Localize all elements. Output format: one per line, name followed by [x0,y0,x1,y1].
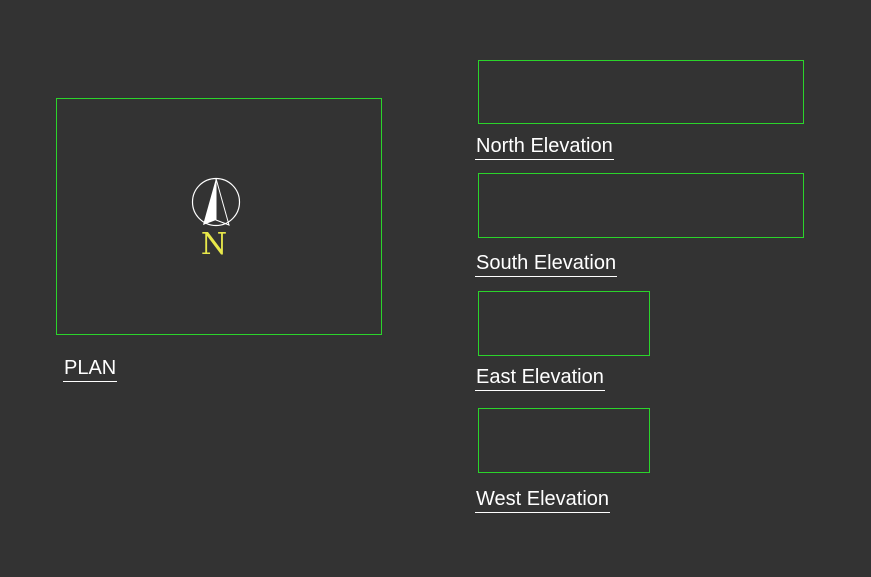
north-arrow-icon [191,177,241,227]
north-elevation-viewport[interactable] [478,60,804,124]
south-elevation-viewport[interactable] [478,173,804,238]
south-elevation-label: South Elevation [475,252,618,277]
east-elevation-viewport[interactable] [478,291,650,356]
north-elevation-label: North Elevation [475,135,614,160]
west-elevation-viewport[interactable] [478,408,650,473]
north-letter: N [200,227,228,262]
west-elevation-label: West Elevation [475,488,611,513]
plan-viewport[interactable] [56,98,382,335]
plan-label: PLAN [63,357,118,382]
east-elevation-label: East Elevation [475,366,605,391]
